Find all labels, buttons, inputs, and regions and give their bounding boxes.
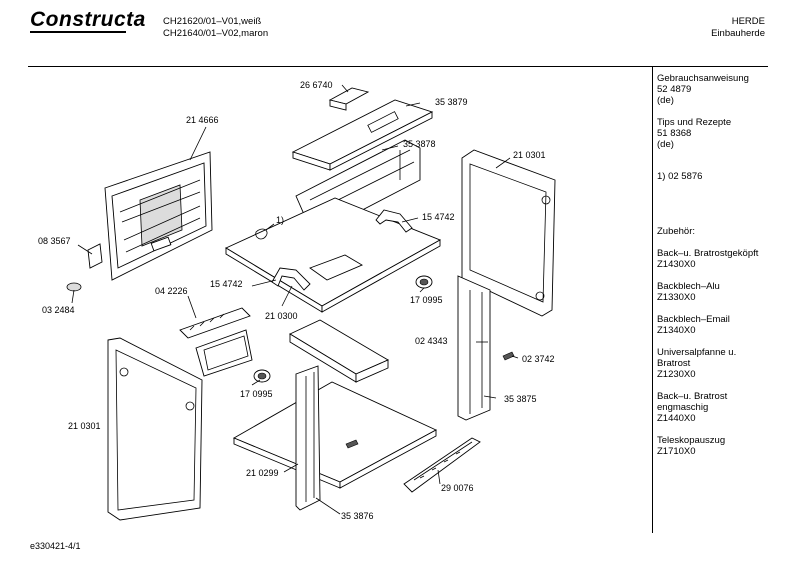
sidebar-line: (de) [657, 139, 674, 150]
part-lamp-upper [415, 275, 433, 289]
part-label: 03 2484 [42, 305, 75, 315]
sidebar-block-accessory: Backblech–Email Z1340X0 [657, 314, 730, 336]
part-label: 29 0076 [441, 483, 474, 493]
part-lamp-lower [253, 369, 271, 383]
sidebar-line: Backblech–Email [657, 314, 730, 325]
part-oven-floor [225, 197, 442, 313]
sidebar-line: Backblech–Alu [657, 281, 720, 292]
part-handle-upper [375, 209, 413, 233]
model-line-1: CH21620/01–V01,weiß [163, 16, 262, 27]
sidebar-line: engmaschig [657, 402, 709, 413]
sidebar-line: Z1430X0 [657, 259, 696, 270]
part-label: 15 4742 [210, 279, 243, 289]
part-label: 17 0995 [240, 389, 273, 399]
part-label: 02 3742 [522, 354, 555, 364]
product-category: HERDE [731, 16, 765, 27]
sidebar-line: 1) 02 5876 [657, 171, 703, 182]
sidebar-line: Z1340X0 [657, 325, 696, 336]
sidebar-line: Bratrost [657, 358, 691, 369]
sidebar-line: Back–u. Bratrostgeköpft [657, 248, 759, 259]
part-left-side-panel [107, 337, 203, 521]
sidebar-line: Universalpfanne u. [657, 347, 737, 358]
sidebar-line: Z1440X0 [657, 413, 696, 424]
part-label: 35 3878 [403, 139, 436, 149]
sidebar-line: Tips und Rezepte [657, 117, 732, 128]
part-fastener [255, 228, 268, 240]
sidebar-block-accessory: Universalpfanne u. Bratrost Z1230X0 [657, 347, 736, 380]
sidebar-line: Z1330X0 [657, 292, 696, 303]
sidebar-line: Zubehör: [657, 226, 696, 237]
part-handle-lower [271, 267, 311, 291]
header-divider [28, 66, 768, 67]
sidebar-block-footnote: 1) 02 5876 [657, 171, 702, 182]
sidebar-line: 52 4879 [657, 84, 692, 95]
part-rail-top-small [328, 87, 370, 111]
part-label: 21 4666 [186, 115, 219, 125]
part-label: 35 3875 [504, 394, 537, 404]
part-label: 21 0300 [265, 311, 298, 321]
part-label: 35 3879 [435, 97, 468, 107]
part-label: 21 0301 [513, 150, 546, 160]
sidebar-line: Teleskopauszug [657, 435, 726, 446]
sidebar-line: Z1230X0 [657, 369, 696, 380]
sidebar-line: Z1710X0 [657, 446, 696, 457]
part-label: 15 4742 [422, 212, 455, 222]
document-id: e330421-4/1 [30, 541, 81, 551]
part-front-strip [403, 437, 481, 493]
sidebar-block-manual: Gebrauchsanweisung 52 4879 (de) [657, 73, 749, 106]
part-top-cover [291, 99, 434, 171]
part-right-rail [457, 275, 491, 421]
brand-logo: Constructa [30, 8, 146, 31]
sidebar-block-accessory: Back–u. Bratrostgeköpft Z1430X0 [657, 248, 758, 270]
logo-underline [30, 31, 126, 33]
part-bracket [87, 243, 103, 269]
part-back-panel [104, 151, 213, 281]
part-label: 1) [276, 215, 285, 225]
sidebar-line: (de) [657, 95, 674, 106]
part-label: 02 4343 [415, 336, 448, 346]
part-clip [66, 282, 82, 292]
part-label: 17 0995 [410, 295, 443, 305]
part-label: 04 2226 [155, 286, 188, 296]
part-left-rail [295, 365, 321, 511]
sidebar-divider [652, 66, 653, 533]
sidebar-line: Back–u. Bratrost [657, 391, 728, 402]
sidebar-line: 51 8368 [657, 128, 692, 139]
part-label: 26 6740 [300, 80, 333, 90]
part-cable-holder [179, 307, 253, 377]
sidebar-block-accessory: Backblech–Alu Z1330X0 [657, 281, 720, 303]
leader-lines [71, 84, 519, 515]
part-label: 21 0301 [68, 421, 101, 431]
model-line-2: CH21640/01–V02,maron [163, 28, 269, 39]
product-subcategory: Einbauherde [711, 28, 765, 39]
sidebar-block-accessories-heading: Zubehör: [657, 226, 695, 237]
sidebar-block-accessory: Back–u. Bratrost engmaschig Z1440X0 [657, 391, 727, 424]
sidebar-line: Gebrauchsanweisung [657, 73, 749, 84]
sidebar-block-recipes: Tips und Rezepte 51 8368 (de) [657, 117, 731, 150]
part-label: 21 0299 [246, 468, 279, 478]
part-inner-tray [289, 319, 389, 383]
sidebar-block-accessory: Teleskopauszug Z1710X0 [657, 435, 725, 457]
part-label: 35 3876 [341, 511, 374, 521]
part-screw [502, 351, 515, 361]
part-label: 08 3567 [38, 236, 71, 246]
